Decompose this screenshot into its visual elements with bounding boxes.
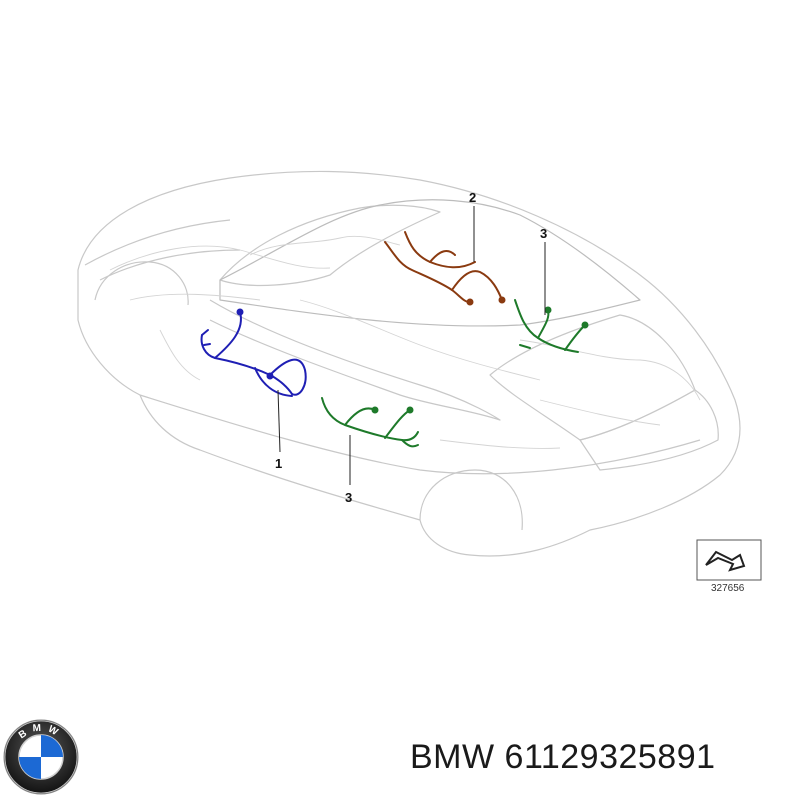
callout-1: 1 xyxy=(275,456,282,471)
bmw-logo: BMW xyxy=(2,718,80,796)
background-wiring xyxy=(109,235,701,449)
direction-arrow-icon xyxy=(705,550,746,572)
harness-1 xyxy=(200,308,307,397)
harness-3-top xyxy=(514,299,589,353)
brand-name: BMW xyxy=(410,738,495,776)
callout-3-top: 3 xyxy=(540,226,547,241)
bmw-roundel-icon: BMW xyxy=(3,719,79,795)
part-caption: BMW 61129325891 xyxy=(410,738,716,777)
callout-leaders xyxy=(277,206,546,485)
figure-id-box: 327656 xyxy=(696,539,762,594)
callout-3-bottom: 3 xyxy=(345,490,352,505)
harness-3-bottom xyxy=(321,397,419,448)
callout-2: 2 xyxy=(469,190,476,205)
car-body-outline xyxy=(77,170,741,557)
part-number: 61129325891 xyxy=(504,738,716,776)
figure-number: 327656 xyxy=(711,583,745,594)
harness-2 xyxy=(384,231,506,306)
